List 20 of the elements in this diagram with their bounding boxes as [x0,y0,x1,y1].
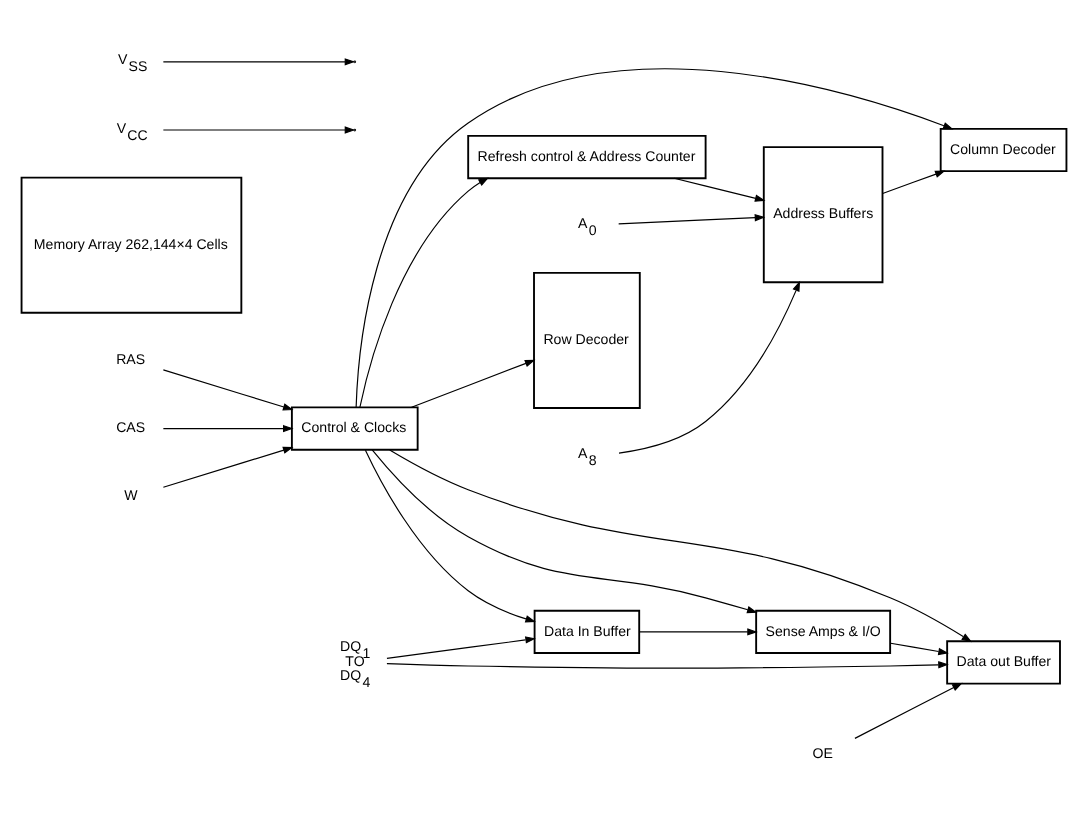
arrow [890,642,949,656]
arrow [854,682,963,739]
arrow [882,170,946,195]
arrow [673,177,766,202]
arrow [162,369,294,411]
arrow [389,449,973,643]
arrow [162,446,294,488]
arrow [386,636,536,659]
arrow [162,126,356,134]
arrow [162,58,356,66]
arrow [364,449,536,623]
arrow [355,68,954,408]
arrow [618,280,801,454]
arrow [411,359,536,408]
arrow [371,449,758,614]
arrow [162,424,294,433]
arrow [386,661,949,669]
arrow [638,628,758,636]
arrow [359,177,489,408]
arrow [618,214,766,225]
